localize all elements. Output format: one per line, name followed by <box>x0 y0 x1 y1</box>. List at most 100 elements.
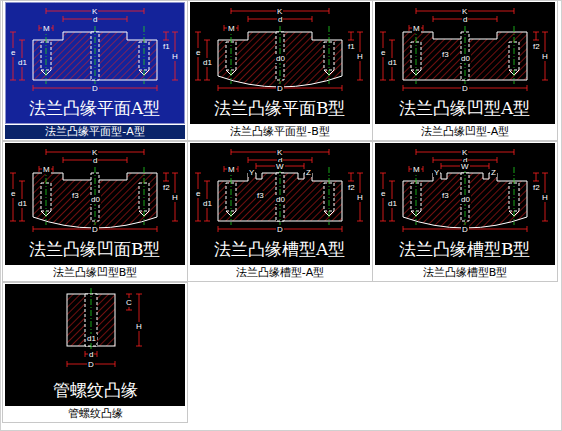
dimension-letter: e <box>195 48 201 57</box>
dimension-letter: e <box>195 189 201 198</box>
dimension-letter: f3 <box>441 191 450 200</box>
dimension-tick <box>527 226 528 232</box>
dimension-tick <box>514 8 515 14</box>
dimension-tick <box>527 85 528 91</box>
dimension-letter: d0 <box>90 195 101 204</box>
dimension-tick <box>144 8 145 14</box>
dimension-tick <box>204 181 210 182</box>
dimension-letter: f1 <box>162 42 171 51</box>
dimension-tick <box>357 221 363 222</box>
dimension-letter: d <box>92 15 98 24</box>
dimension-tick <box>46 8 47 14</box>
dimension-letter: d <box>277 15 283 24</box>
dimension-letter: d0 <box>275 54 286 63</box>
dimension-tick <box>348 173 354 174</box>
dimension-tick <box>357 173 363 174</box>
dimension-tick <box>533 173 539 174</box>
type-caption: 法兰凸缘平面型-A型 <box>5 125 185 139</box>
dimension-tick <box>39 25 40 31</box>
dimension-tick <box>163 32 169 33</box>
dimension-letter: d <box>88 350 94 359</box>
dimension-letter: M <box>227 24 236 33</box>
dimension-tick <box>10 221 16 222</box>
dimension-letter: f2 <box>347 183 356 192</box>
thumbnail-frame <box>3 1 188 141</box>
dimension-letter: d <box>462 15 468 24</box>
type-title: 法兰凸缘槽型B型 <box>399 239 531 259</box>
dimension-letter: M <box>412 165 421 174</box>
flange-thumbnail <box>3 142 188 282</box>
dimension-tick <box>256 163 257 169</box>
dimension-tick <box>542 221 548 222</box>
dimension-tick <box>389 80 395 81</box>
type-caption: 管螺纹凸缘 <box>5 407 185 421</box>
dimension-letter: D <box>461 84 469 93</box>
dimension-tick <box>542 80 548 81</box>
dimension-tick <box>126 310 132 311</box>
center-line <box>95 26 96 86</box>
dimension-letter: d0 <box>460 54 471 63</box>
dimension-tick <box>380 32 386 33</box>
dimension-line <box>536 173 537 181</box>
dimension-tick <box>441 163 442 169</box>
dimension-tick <box>389 221 395 222</box>
type-title: 法兰凸缘平面A型 <box>29 98 160 118</box>
dimension-tick <box>248 157 249 163</box>
dimension-tick <box>357 80 363 81</box>
type-title: 法兰凸缘槽型A型 <box>214 239 345 259</box>
dimension-letter: W <box>275 162 285 171</box>
type-caption: 法兰凸缘凹型-A型 <box>375 125 555 139</box>
dimension-letter: M <box>42 24 51 33</box>
type-title: 法兰凸缘平面B型 <box>214 98 346 118</box>
dimension-letter: D <box>461 225 469 234</box>
dimension-tick <box>389 40 395 41</box>
center-line <box>46 26 47 84</box>
dimension-letter: Z <box>490 168 497 177</box>
dimension-letter: D <box>91 84 99 93</box>
dimension-tick <box>533 32 539 33</box>
dimension-tick <box>97 351 98 357</box>
dimension-letter: H <box>541 193 549 202</box>
dimension-tick <box>136 346 142 347</box>
center-line <box>416 26 417 84</box>
dimension-letter: H <box>541 52 549 61</box>
dimension-tick <box>63 16 64 22</box>
selection-border <box>6 3 185 124</box>
dimension-tick <box>380 80 386 81</box>
thumbnail-frame <box>3 283 188 423</box>
type-title: 法兰凸缘凹面B型 <box>29 239 161 259</box>
dimension-letter: Z <box>305 168 312 177</box>
dimension-tick <box>329 8 330 14</box>
dimension-tick <box>224 25 225 31</box>
dimension-tick <box>238 166 239 172</box>
dimension-tick <box>357 32 363 33</box>
thumbnail-ground <box>5 284 185 406</box>
dimension-tick <box>342 226 343 232</box>
dimension-tick <box>172 32 178 33</box>
dimension-tick <box>157 85 158 91</box>
dimension-letter: e <box>10 189 16 198</box>
dimension-tick <box>224 166 225 172</box>
type-caption: 法兰凸缘槽型-A型 <box>190 266 370 280</box>
dimension-letter: D <box>91 225 99 234</box>
flange-thumbnail <box>3 1 188 141</box>
dimension-tick <box>312 157 313 163</box>
dimension-tick <box>248 16 249 22</box>
dimension-letter: Y <box>433 168 440 177</box>
dimension-tick <box>144 149 145 155</box>
dimension-tick <box>433 16 434 22</box>
thumbnail-frame <box>373 142 558 282</box>
dimension-tick <box>163 173 169 174</box>
dimension-tick <box>115 361 116 367</box>
dimension-letter: M <box>412 24 421 33</box>
dimension-tick <box>312 16 313 22</box>
thumbnail-ground <box>190 143 370 265</box>
center-line <box>144 167 145 225</box>
dimension-tick <box>218 226 219 232</box>
flange-thumbnail <box>373 142 558 282</box>
dimension-line <box>139 294 140 346</box>
dimension-tick <box>195 173 201 174</box>
dimension-tick <box>136 294 142 295</box>
